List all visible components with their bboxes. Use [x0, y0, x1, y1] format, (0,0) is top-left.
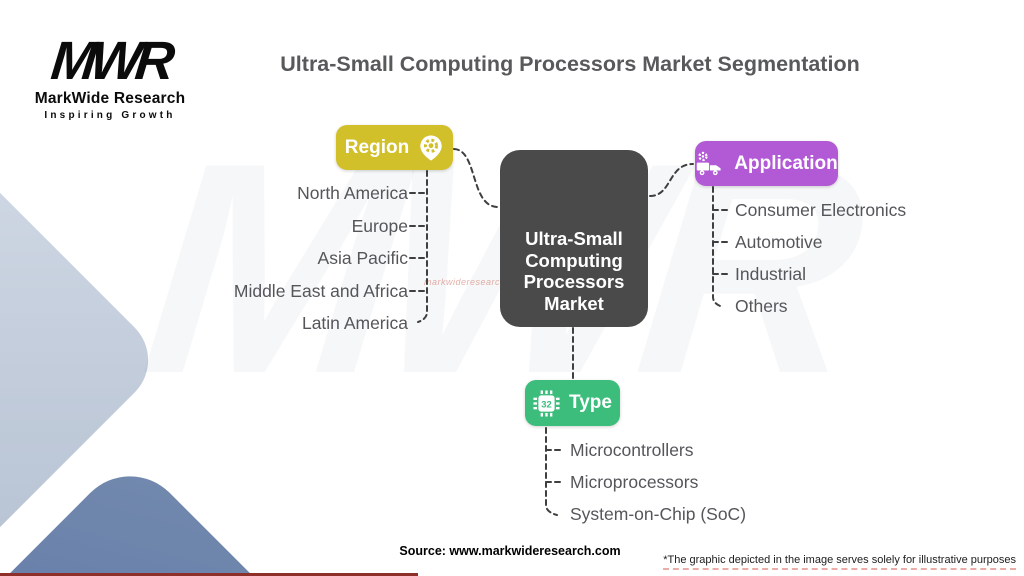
truck-gear-icon — [695, 150, 725, 177]
logo-name: MarkWide Research — [34, 90, 186, 107]
application-item-consumer-electronics: Consumer Electronics — [735, 200, 907, 220]
page-title: Ultra-Small Computing Processors Market … — [280, 52, 860, 76]
connector-region-list-spine — [417, 170, 428, 323]
region-badge-label: Region — [344, 136, 410, 158]
small-red-watermark: markwideresearch — [424, 277, 506, 287]
node-line-4: Market — [544, 292, 604, 314]
region-item-north-america: North America — [297, 183, 408, 203]
region-item-europe: Europe — [351, 216, 408, 236]
node-line-3: Processors — [523, 271, 625, 292]
illustrative-disclaimer: *The graphic depicted in the image serve… — [663, 554, 1016, 570]
type-item-microprocessors: Microprocessors — [570, 472, 699, 492]
application-item-automotive: Automotive — [735, 232, 823, 252]
logo-tagline: Inspiring Growth — [44, 110, 176, 121]
connector-region-to-node — [453, 148, 499, 208]
type-branch-badge: 32 Type — [525, 380, 620, 426]
central-market-node: Ultra-Small Computing Processors Market — [500, 150, 648, 327]
connector-node-to-application — [649, 163, 694, 197]
node-line-2: Computing — [525, 249, 623, 271]
application-branch-badge: Application — [695, 141, 838, 186]
source-attribution: Source: www.markwideresearch.com — [399, 544, 621, 558]
map-pin-gear-icon — [418, 134, 444, 162]
markwide-research-logo: MWR MarkWide Research Inspiring Growth — [25, 31, 195, 121]
application-item-industrial: Industrial — [735, 264, 807, 284]
region-item-middle-east-africa: Middle East and Africa — [233, 281, 408, 301]
type-item-microcontrollers: Microcontrollers — [570, 440, 694, 460]
region-item-asia-pacific: Asia Pacific — [317, 248, 408, 268]
application-badge-label: Application — [734, 152, 838, 174]
svg-text:32: 32 — [541, 399, 552, 410]
bottom-red-accent-bar — [0, 573, 418, 576]
type-badge-label: Type — [569, 392, 612, 413]
connector-application-list-spine — [712, 186, 724, 308]
chip-32-icon: 32 — [533, 389, 560, 417]
application-item-others: Others — [735, 296, 788, 316]
connector-type-list-spine — [545, 427, 558, 516]
region-branch-badge: Region — [336, 125, 453, 170]
region-item-latin-america: Latin America — [301, 313, 408, 333]
node-line-1: Ultra-Small — [525, 228, 623, 249]
logo-acronym: MWR — [48, 31, 172, 91]
type-item-system-on-chip: System-on-Chip (SoC) — [570, 504, 747, 524]
